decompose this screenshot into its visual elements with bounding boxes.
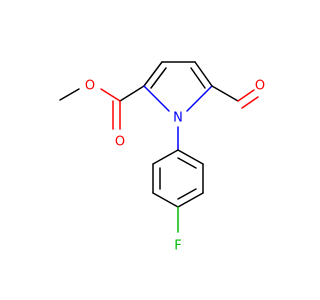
molecule-diagram: O O N O F: [59, 61, 265, 254]
molecule-canvas: O O N O F: [59, 61, 266, 254]
bond-aldehyde-carbonyl: [237, 89, 255, 102]
bond-aryl-4-5: [177, 192, 204, 208]
bond-methyl-o: [59, 88, 80, 101]
bond-pyrrole-c4-c5-inner: [190, 67, 206, 89]
bond-aldehyde-carbonyl-double: [241, 96, 259, 109]
bond-pyrrole-c5-n: [186, 85, 213, 112]
ester-carbonyl-oxygen-label: O: [115, 135, 125, 150]
pyrrole-nitrogen-label: N: [173, 111, 183, 126]
methoxy-oxygen-label: O: [85, 79, 95, 94]
bond-aryl-4-5-inner: [177, 188, 197, 200]
bond-aryl-6-1-inner: [177, 157, 197, 169]
bond-pyrrole-c2-c3: [143, 61, 163, 87]
bond-aryl-3-4: [152, 192, 179, 208]
bond-pyrrole-aldehyde-carbon: [211, 85, 239, 102]
bond-pyrrole-c4-c5: [194, 61, 213, 87]
bond-pyrrole-c2-c3-inner: [150, 67, 167, 89]
bond-o-ester-carbon: [100, 88, 121, 102]
aldehyde-oxygen-label: O: [255, 79, 265, 94]
fluorine-label: F: [174, 239, 181, 254]
bond-aryl-6-1: [177, 149, 204, 165]
bond-aryl-1-2: [152, 149, 179, 165]
bond-pyrrole-c2-n: [143, 85, 170, 112]
bond-ester-carbon-pyrrole: [119, 85, 145, 102]
